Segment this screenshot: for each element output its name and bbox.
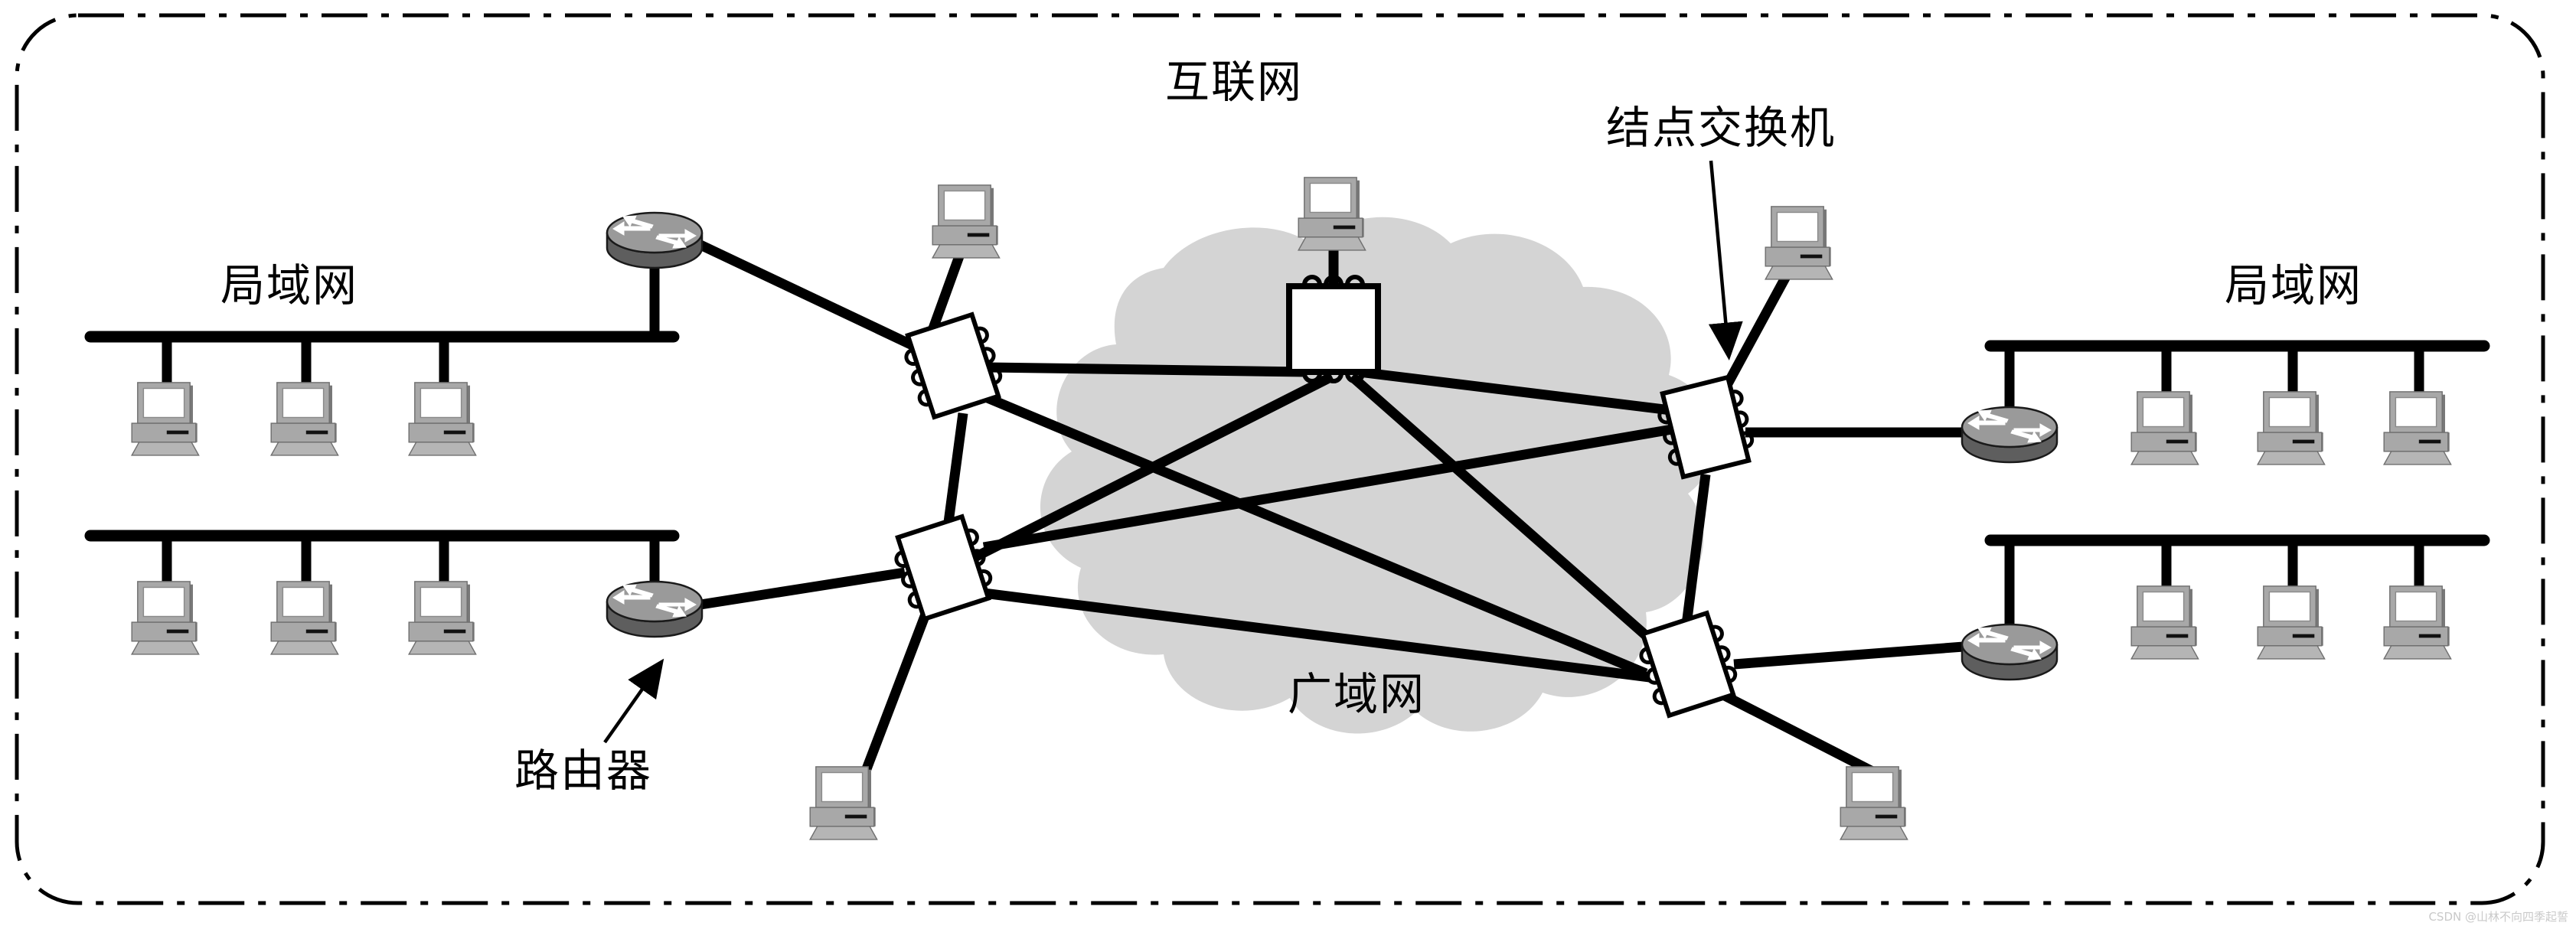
pc-icon [131,581,200,655]
pc-icon [270,382,339,456]
label-lan-right-top: 局域网 [2225,259,2363,311]
lan-right-top [1984,340,2490,465]
link-swlu-swll [942,412,968,529]
pc-icon [408,382,477,456]
node-switch-top-center [1289,277,1378,381]
router-left-lower [606,580,704,638]
lan-left-top [84,331,680,456]
router-left-upper [606,211,704,269]
pc-icon [932,184,1001,259]
lan-left-bottom [84,530,680,655]
link-swll-swrl [983,588,1650,683]
pc-icon [1298,177,1366,251]
pc-icon [408,581,477,655]
outer-frame [15,13,2545,905]
label-router: 路由器 [514,745,653,797]
pc-icon [2130,585,2199,660]
link-swlu-swrl [985,393,1648,678]
link-rlu-swlu [698,240,921,353]
router-right-lower [1961,623,2059,681]
router-right-upper [1961,406,2059,464]
pc-icon [2383,391,2452,465]
link-swtc-swrl [1348,373,1684,670]
node-switch-callout-arrow [1708,160,1743,360]
link-rrl-swrl [1733,641,1964,670]
pc-icon [2257,585,2326,660]
link-swtc-swlu [987,362,1307,377]
pc-icon [2130,391,2199,465]
node-switch-right-lower [1634,611,1741,719]
label-lan-left-top: 局域网 [220,259,359,311]
link-rll-swll [699,567,906,610]
link-swru-swrl [1679,474,1711,644]
pc-icon [2257,391,2326,465]
link-swll-swru [982,423,1678,553]
pc-icon [131,382,200,456]
link-host-bl-swll [860,610,932,775]
watermark: CSDN @山林不向四季起誓 [2428,910,2568,924]
label-wan: 广域网 [1288,668,1426,720]
link-swtc-swru [1358,367,1696,419]
pc-icon [1840,766,1908,840]
node-switch-left-lower [890,514,996,622]
pc-icon [809,766,878,840]
pc-icon [1765,206,1833,280]
lan-right-bottom [1984,534,2490,660]
page-title-internet: 互联网 [1165,56,1304,108]
pc-icon [2383,585,2452,660]
label-node-switch: 结点交换机 [1606,102,1837,154]
router-callout-arrow [603,658,664,744]
pc-icon [270,581,339,655]
link-swtc-swll [955,372,1334,571]
link-host-br-swrl [1716,688,1878,778]
